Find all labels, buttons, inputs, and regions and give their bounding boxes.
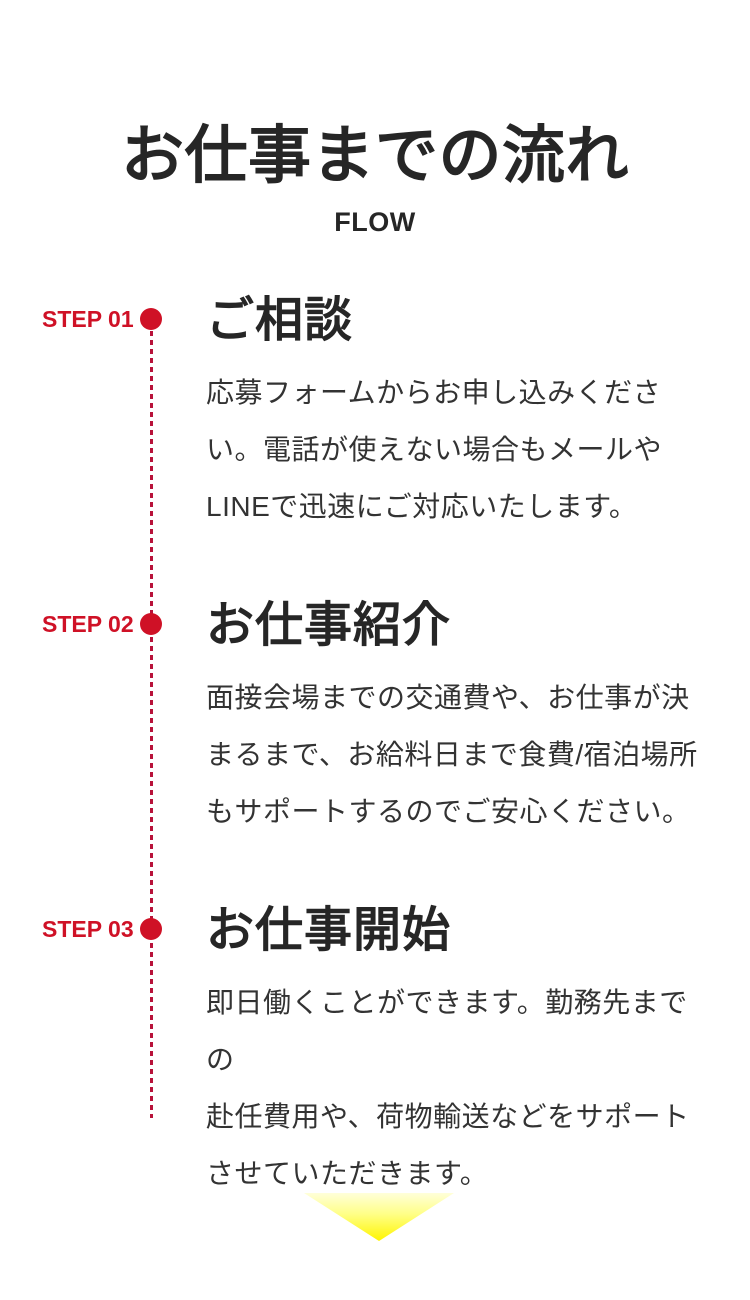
step-description-3: 即日働くことができます。勤務先までの 赴任費用や、荷物輸送などをサポート させて…	[206, 987, 690, 1189]
step-marker-dot-icon	[140, 918, 162, 940]
step-title-2: お仕事紹介	[206, 599, 452, 652]
step-marker-dot-icon	[140, 613, 162, 635]
page-subtitle: FLOW	[334, 207, 416, 237]
page-title: お仕事までの流れ	[121, 121, 629, 191]
step-marker-dot-icon	[140, 308, 162, 330]
step-content-3: お仕事開始 即日働くことができます。勤務先までの 赴任費用や、荷物輸送などをサポ…	[206, 906, 716, 1202]
step-content-1: ご相談 応募フォームからお申し込みくださ い。電話が使えない場合もメールや LI…	[206, 296, 716, 535]
step-label-3: STEP 03	[42, 916, 134, 942]
step-description-2: 面接会場までの交通費や、お仕事が決 まるまで、お給料日まで食費/宿泊場所 もサポ…	[206, 682, 698, 827]
step-title-3: お仕事開始	[206, 904, 452, 957]
scroll-down-arrow-icon	[304, 1193, 454, 1241]
step-description-1: 応募フォームからお申し込みくださ い。電話が使えない場合もメールや LINEで迅…	[206, 377, 663, 522]
step-label-2: STEP 02	[42, 611, 134, 637]
step-title-1: ご相談	[206, 294, 354, 347]
timeline-dashed-line	[150, 331, 153, 1118]
step-content-2: お仕事紹介 面接会場までの交通費や、お仕事が決 まるまで、お給料日まで食費/宿泊…	[206, 601, 716, 840]
step-label-1: STEP 01	[42, 306, 134, 332]
